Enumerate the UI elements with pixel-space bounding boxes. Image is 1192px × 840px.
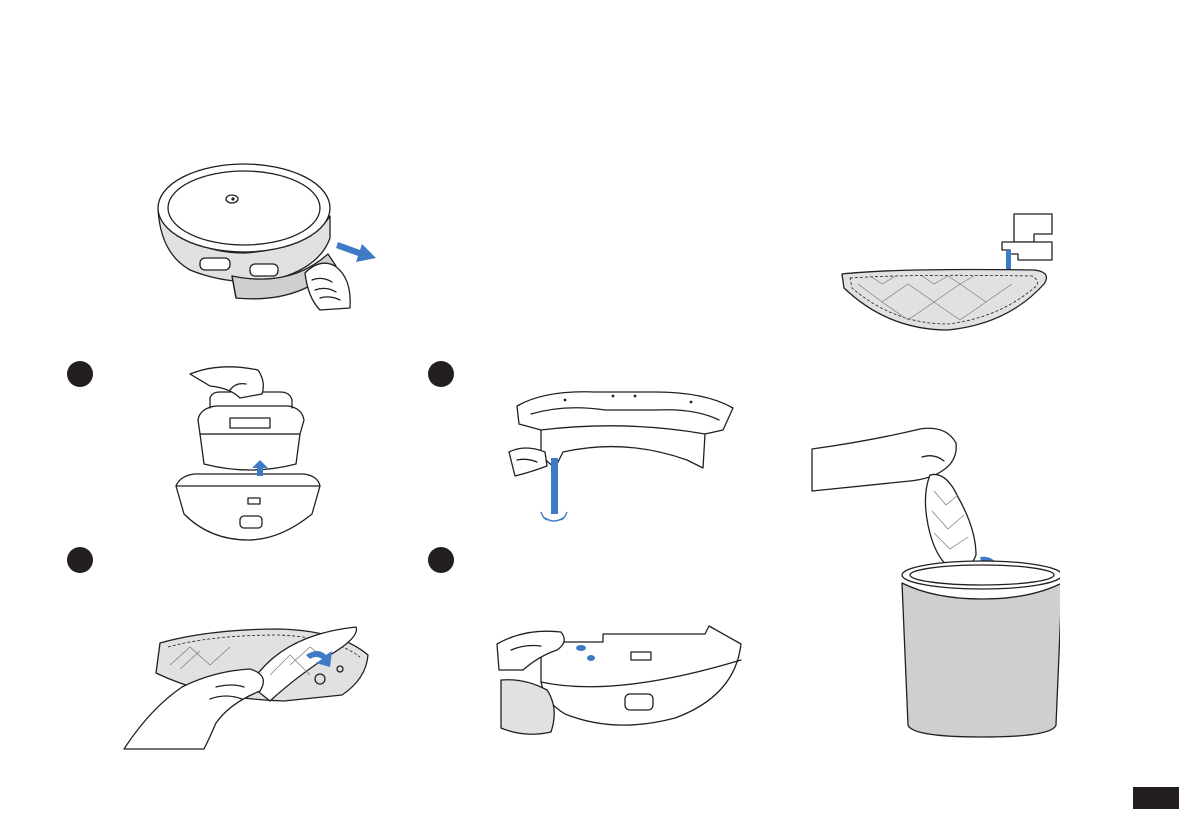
mop-bracket-drain-illustration — [505, 380, 745, 530]
mop-pad-peel-illustration — [120, 625, 370, 750]
step-3-marker — [67, 547, 93, 573]
step-4-marker — [428, 547, 454, 573]
mop-pad-discard-illustration — [810, 425, 1060, 740]
step-1-marker — [67, 361, 93, 387]
mop-pad-rinse-illustration — [838, 212, 1056, 342]
water-tank-lift-illustration — [170, 364, 330, 544]
step-2-marker — [428, 361, 454, 387]
mop-bracket-wipe-illustration — [495, 620, 745, 745]
page-number-tab — [1133, 787, 1179, 809]
robot-mop-module-removal-illustration — [140, 158, 380, 318]
